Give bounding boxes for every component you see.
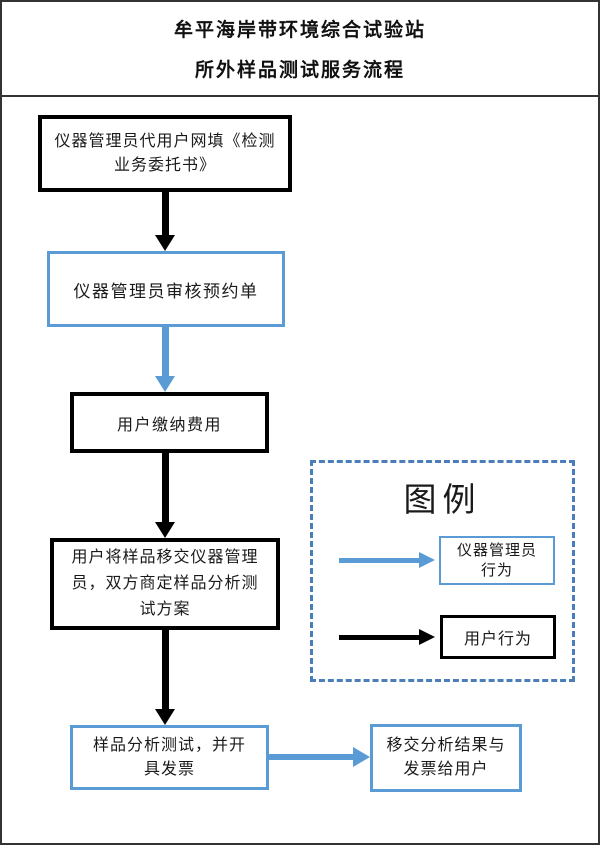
arrow-shaft (339, 557, 419, 563)
arrow-shaft (161, 630, 169, 709)
arrow-shaft (339, 634, 419, 640)
legend-item-user-behavior: 用户行为 (440, 615, 556, 659)
arrow-head (155, 522, 175, 538)
arrow-head (155, 709, 175, 725)
arrow-head (353, 747, 370, 767)
page-title-line-1: 牟平海岸带环境综合试验站 (173, 20, 426, 41)
arrow-head (419, 629, 435, 645)
flow-node-text: 样品分析测试，并开 (92, 736, 246, 754)
arrow-down-blue-icon (155, 327, 175, 392)
legend-item-text: 用户行为 (463, 631, 532, 648)
flow-node-handover-samples: 用户将样品移交仪器管理 员，双方商定样品分析测 试方案 (50, 538, 280, 630)
arrow-shaft (161, 327, 169, 376)
flow-node-text: 用户缴纳费用 (116, 416, 222, 434)
flow-node-pay-fees: 用户缴纳费用 (70, 392, 269, 453)
legend-item-text: 行为 (480, 562, 513, 579)
flow-node-text: 业务委托书》 (113, 156, 216, 174)
arrow-down-black-icon (155, 630, 175, 725)
flow-node-text: 仪器管理员代用户网填《检测 (54, 132, 276, 150)
arrow-shaft (161, 453, 169, 522)
legend-arrow-blue-icon (339, 552, 435, 568)
arrow-head (155, 376, 175, 392)
legend-item-text: 仪器管理员 (456, 542, 537, 559)
legend-panel: 图例 仪器管理员 行为 用户行为 (310, 460, 575, 682)
legend-title: 图例 (403, 483, 482, 519)
flow-node-text: 具发票 (143, 760, 195, 778)
flow-node-text: 员，双方商定样品分析测 (71, 575, 259, 592)
arrow-down-black-icon (155, 453, 175, 538)
flow-node-review-reservation: 仪器管理员审核预约单 (47, 251, 285, 327)
arrow-head (419, 552, 435, 568)
arrow-shaft (161, 192, 169, 235)
flow-node-fill-commission-form: 仪器管理员代用户网填《检测 业务委托书》 (38, 115, 292, 192)
flow-node-text: 用户将样品移交仪器管理 (71, 549, 259, 566)
legend-item-manager-behavior: 仪器管理员 行为 (439, 536, 555, 585)
title-band: 牟平海岸带环境综合试验站 所外样品测试服务流程 (2, 2, 598, 97)
flow-node-text: 试方案 (139, 601, 191, 618)
arrow-right-blue-icon (269, 747, 370, 767)
flow-node-text: 仪器管理员审核预约单 (73, 281, 259, 301)
flow-node-text: 发票给用户 (403, 761, 489, 778)
flow-node-analyze-and-invoice: 样品分析测试，并开 具发票 (70, 725, 269, 790)
legend-arrow-black-icon (339, 629, 435, 645)
arrow-shaft (269, 754, 353, 760)
flow-node-text: 移交分析结果与 (386, 737, 506, 754)
arrow-head (155, 235, 175, 251)
page-title-line-2: 所外样品测试服务流程 (194, 60, 405, 81)
flow-node-deliver-results: 移交分析结果与 发票给用户 (370, 724, 522, 792)
arrow-down-black-icon (155, 192, 175, 251)
